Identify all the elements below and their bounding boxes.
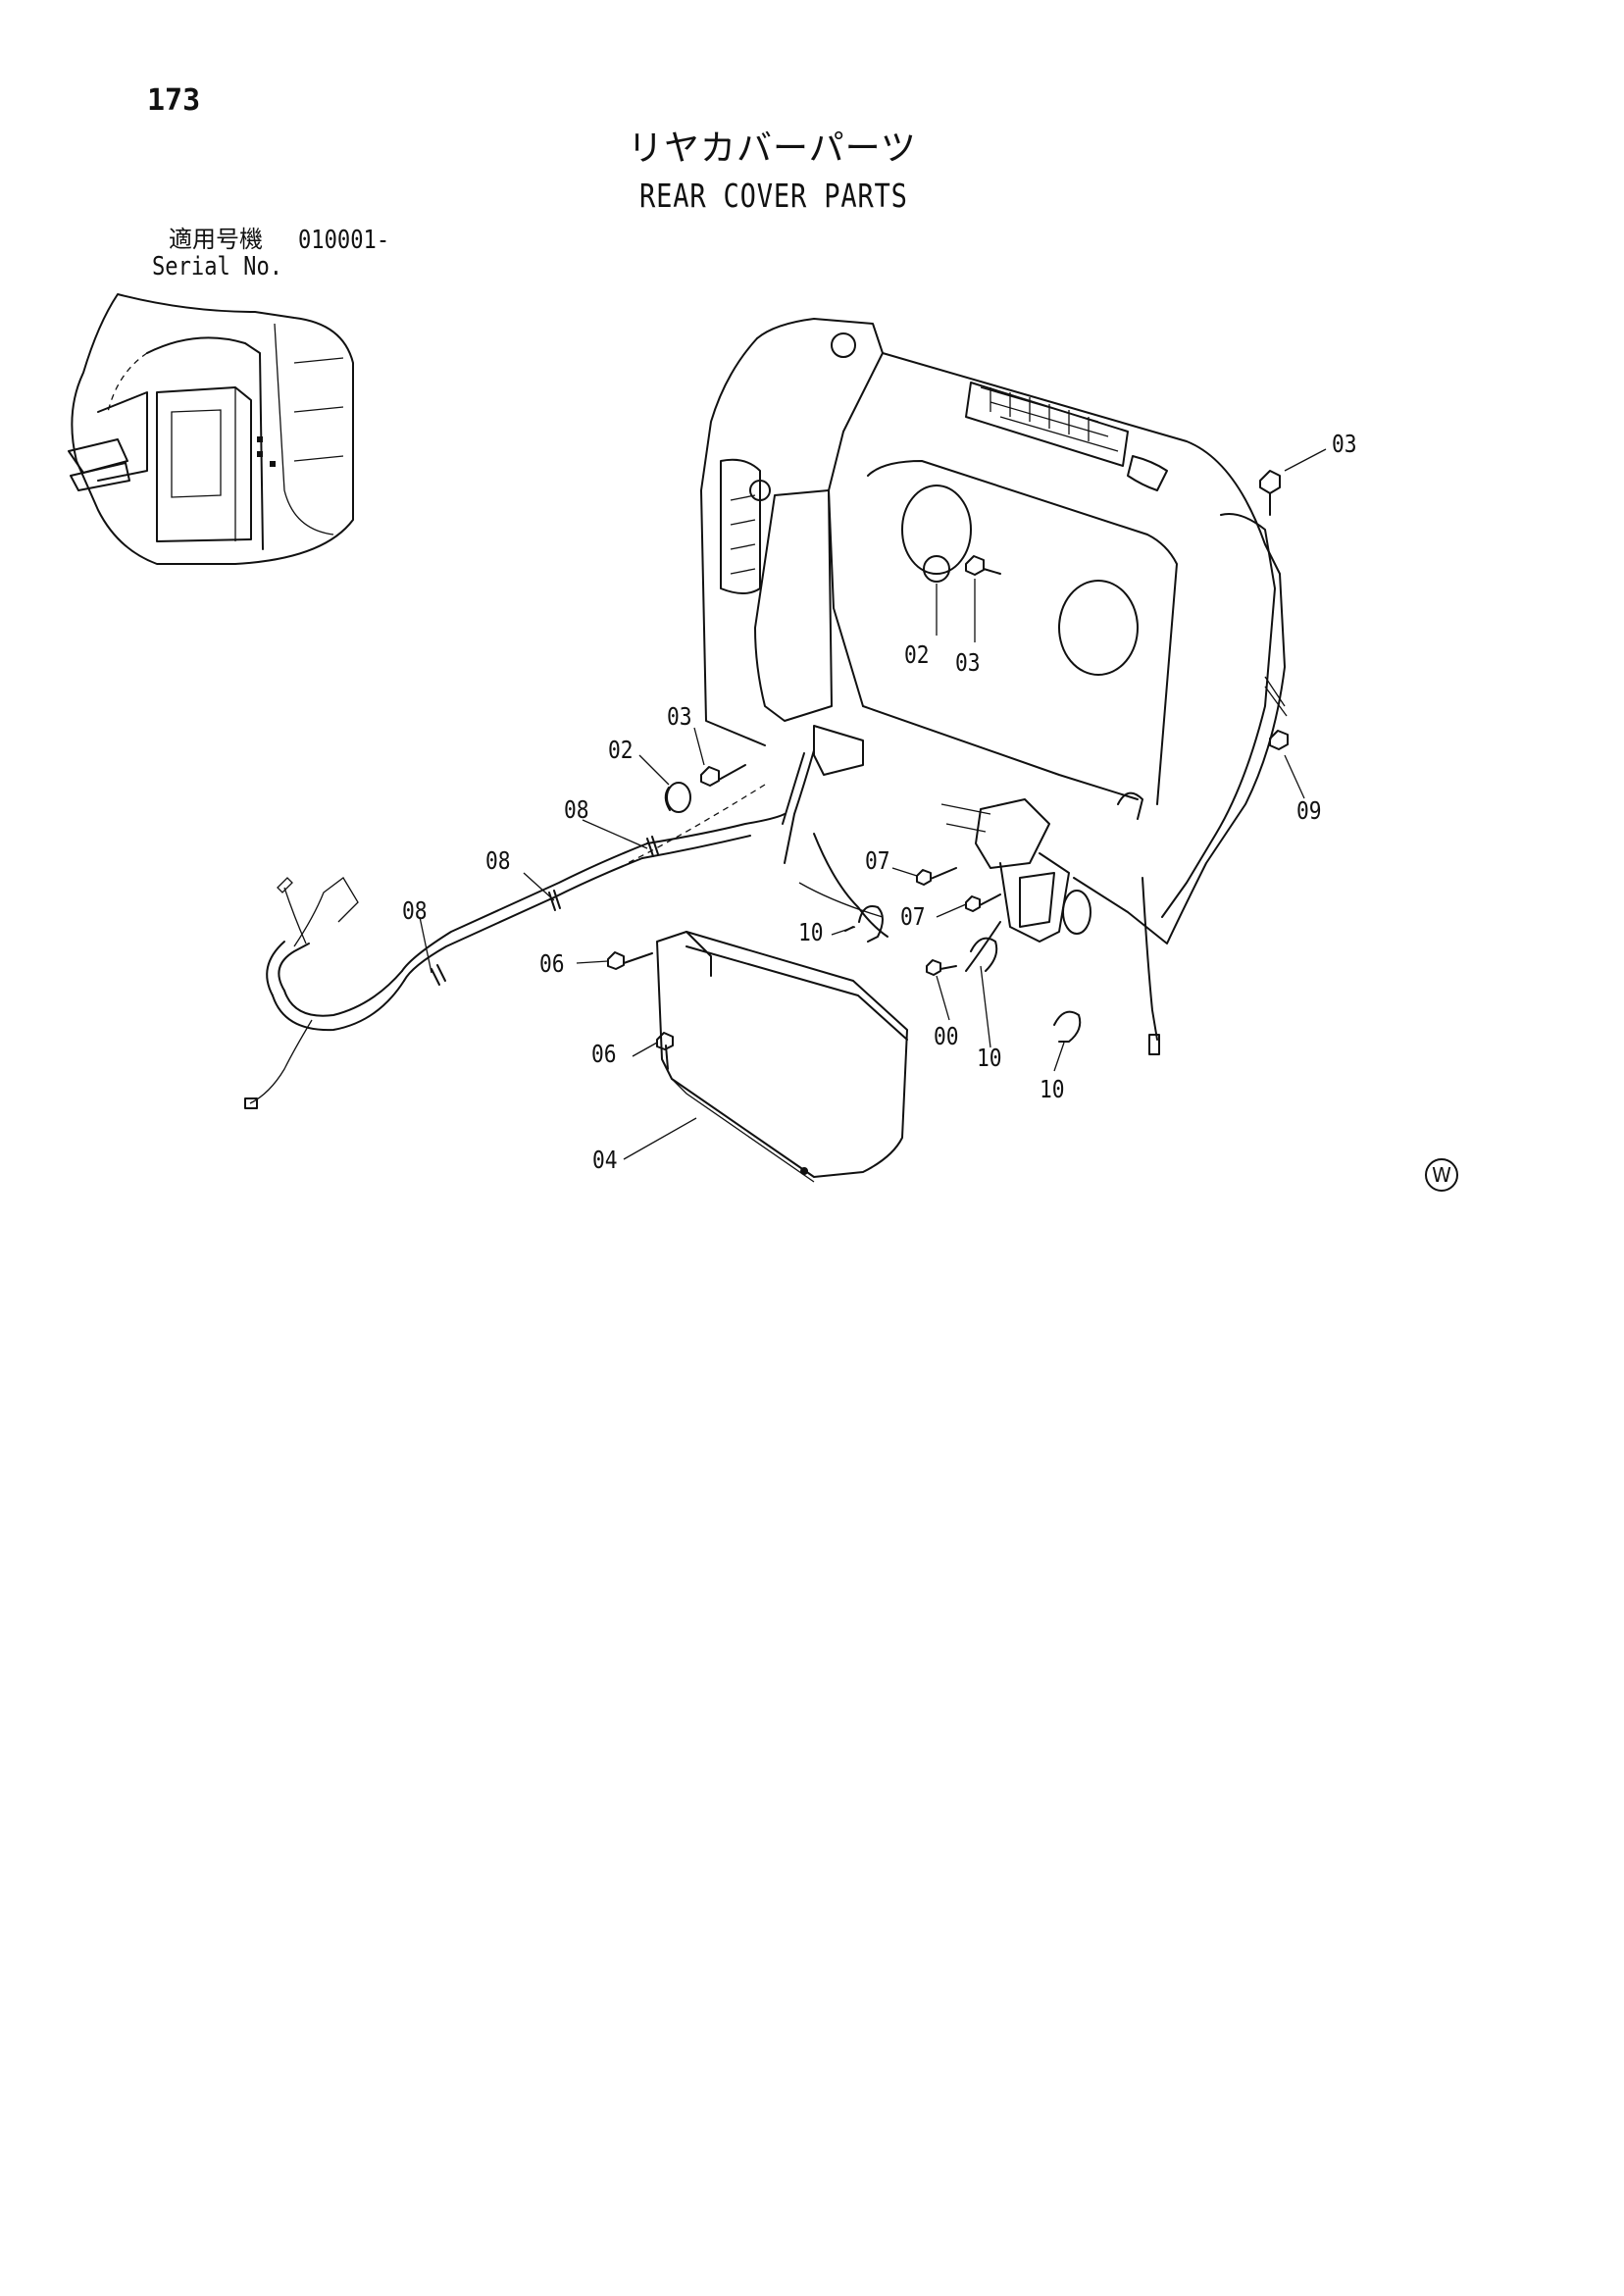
serial-label-english: Serial No. bbox=[152, 252, 283, 281]
leader-lines bbox=[419, 448, 1327, 1160]
plugs bbox=[664, 555, 950, 813]
callout-00: 00 bbox=[934, 1022, 959, 1050]
serial-number: 010001- bbox=[298, 226, 390, 255]
callout-10: 10 bbox=[977, 1044, 1002, 1072]
callout-08: 08 bbox=[485, 846, 511, 875]
page-number: 173 bbox=[147, 83, 201, 118]
page-title-english: REAR COVER PARTS bbox=[639, 177, 908, 215]
callout-03: 03 bbox=[1332, 430, 1357, 458]
callout-10: 10 bbox=[1040, 1075, 1065, 1103]
bracket-and-harness bbox=[627, 725, 1160, 1055]
callout-03: 03 bbox=[667, 702, 692, 731]
callout-06: 06 bbox=[591, 1040, 617, 1068]
machine-overview-sketch bbox=[68, 293, 354, 565]
callout-08: 08 bbox=[564, 795, 589, 824]
w-mark-symbol: W bbox=[1425, 1158, 1458, 1192]
callout-07: 07 bbox=[865, 846, 890, 875]
callout-10: 10 bbox=[798, 918, 824, 946]
bolts bbox=[607, 470, 1289, 1070]
page-title-japanese: リヤカバーパーツ bbox=[628, 128, 917, 169]
callout-04: 04 bbox=[592, 1146, 618, 1174]
rear-cover-body bbox=[700, 318, 1288, 944]
clamps bbox=[844, 905, 1082, 1043]
serial-label-japanese: 適用号機 bbox=[169, 226, 263, 253]
callout-08: 08 bbox=[402, 896, 428, 925]
callout-03: 03 bbox=[955, 648, 981, 677]
cover-plate bbox=[656, 931, 908, 1183]
wiring-harness bbox=[244, 813, 786, 1109]
callout-09: 09 bbox=[1296, 796, 1322, 825]
callout-07: 07 bbox=[900, 902, 926, 931]
callout-02: 02 bbox=[608, 736, 634, 764]
callout-06: 06 bbox=[539, 949, 565, 978]
callout-02: 02 bbox=[904, 640, 930, 669]
